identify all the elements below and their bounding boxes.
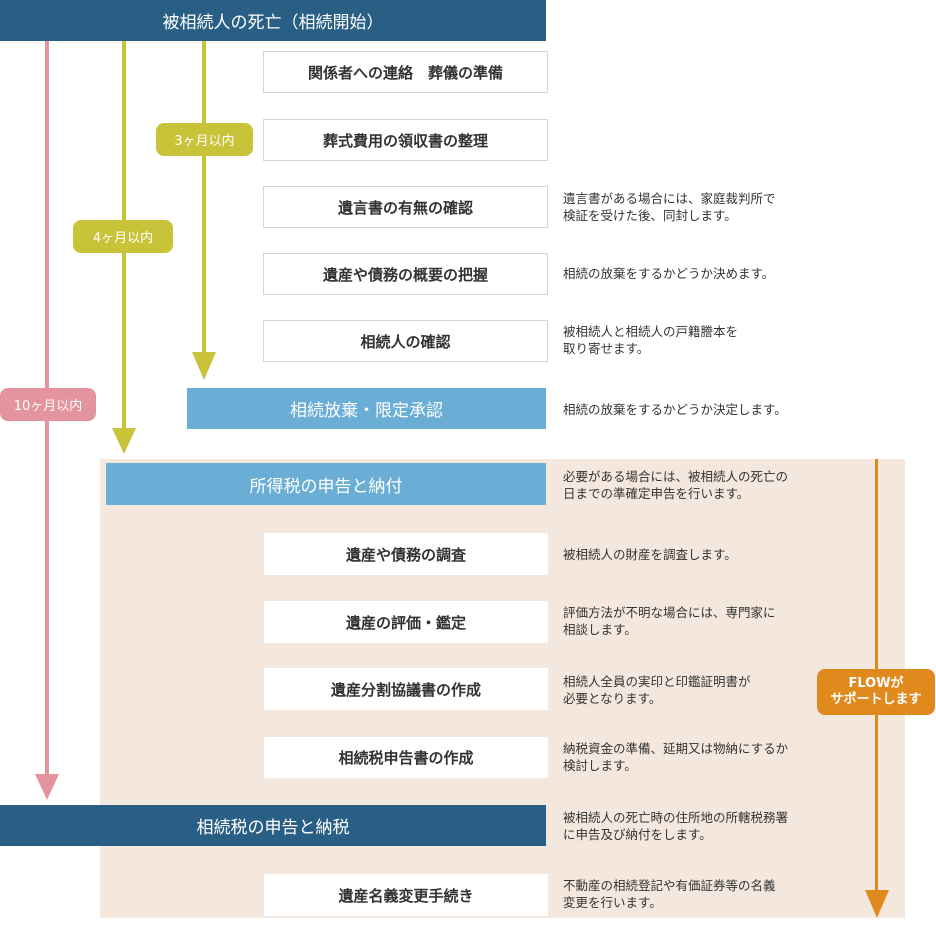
step-asset-valuation: 遺産の評価・鑑定 [264,601,548,643]
flow-support-arrowhead [865,890,889,918]
step-division-agreement: 遺産分割協議書の作成 [264,668,548,710]
timeline-3-months-line [202,41,206,356]
milestone-income-tax: 所得税の申告と納付 [106,463,546,505]
start-label: 被相続人の死亡（相続開始） [162,13,384,33]
note-will-check: 遺言書がある場合には、家庭裁判所で 検証を受けた後、同封します。 [563,191,776,223]
note-income-tax: 必要がある場合には、被相続人の死亡の 日までの準確定申告を行います。 [563,469,789,501]
step-funeral-receipts: 葬式費用の領収書の整理 [263,119,548,161]
step-heir-confirmation: 相続人の確認 [263,320,548,362]
timeline-3-months-arrowhead [192,352,216,380]
note-assets-overview: 相続の放棄をするかどうか決めます。 [563,266,775,281]
note-title-transfer: 不動産の相続登記や有価証券等の名義 変更を行います。 [563,878,776,910]
step-assets-investigation: 遺産や債務の調査 [264,533,548,575]
note-heir-confirmation: 被相続人と相続人の戸籍謄本を 取り寄せます。 [563,324,739,356]
note-assets-investigation: 被相続人の財産を調査します。 [563,547,737,562]
milestone-inheritance-tax: 相続税の申告と納税 [0,805,546,846]
step-will-check: 遺言書の有無の確認 [263,186,548,228]
step-title-transfer: 遺産名義変更手続き [264,874,548,916]
note-tax-return-preparation: 納税資金の準備、延期又は物納にするか 検討します。 [563,741,789,773]
deadline-10-months-pill: 10ヶ月以内 [0,388,96,421]
deadline-3-months-pill: 3ヶ月以内 [156,123,253,156]
note-division-agreement: 相続人全員の実印と印鑑証明書が 必要となります。 [563,674,751,706]
note-renounce: 相続の放棄をするかどうか決定します。 [563,402,787,417]
step-contact-funeral: 関係者への連絡 葬儀の準備 [263,51,548,93]
deadline-4-months-pill: 4ヶ月以内 [73,220,173,253]
step-assets-overview: 遺産や債務の概要の把握 [263,253,548,295]
timeline-4-months-arrowhead [112,428,136,454]
timeline-10-months-arrowhead [35,774,59,800]
note-asset-valuation: 評価方法が不明な場合には、専門家に 相談します。 [563,605,776,637]
milestone-renounce: 相続放棄・限定承認 [187,388,546,429]
start-band: 被相続人の死亡（相続開始） [0,0,546,41]
flow-support-badge: FLOWが サポートします [817,669,935,715]
note-inheritance-tax: 被相続人の死亡時の住所地の所轄税務署 に申告及び納付をします。 [563,810,789,842]
step-tax-return-preparation: 相続税申告書の作成 [264,737,548,778]
